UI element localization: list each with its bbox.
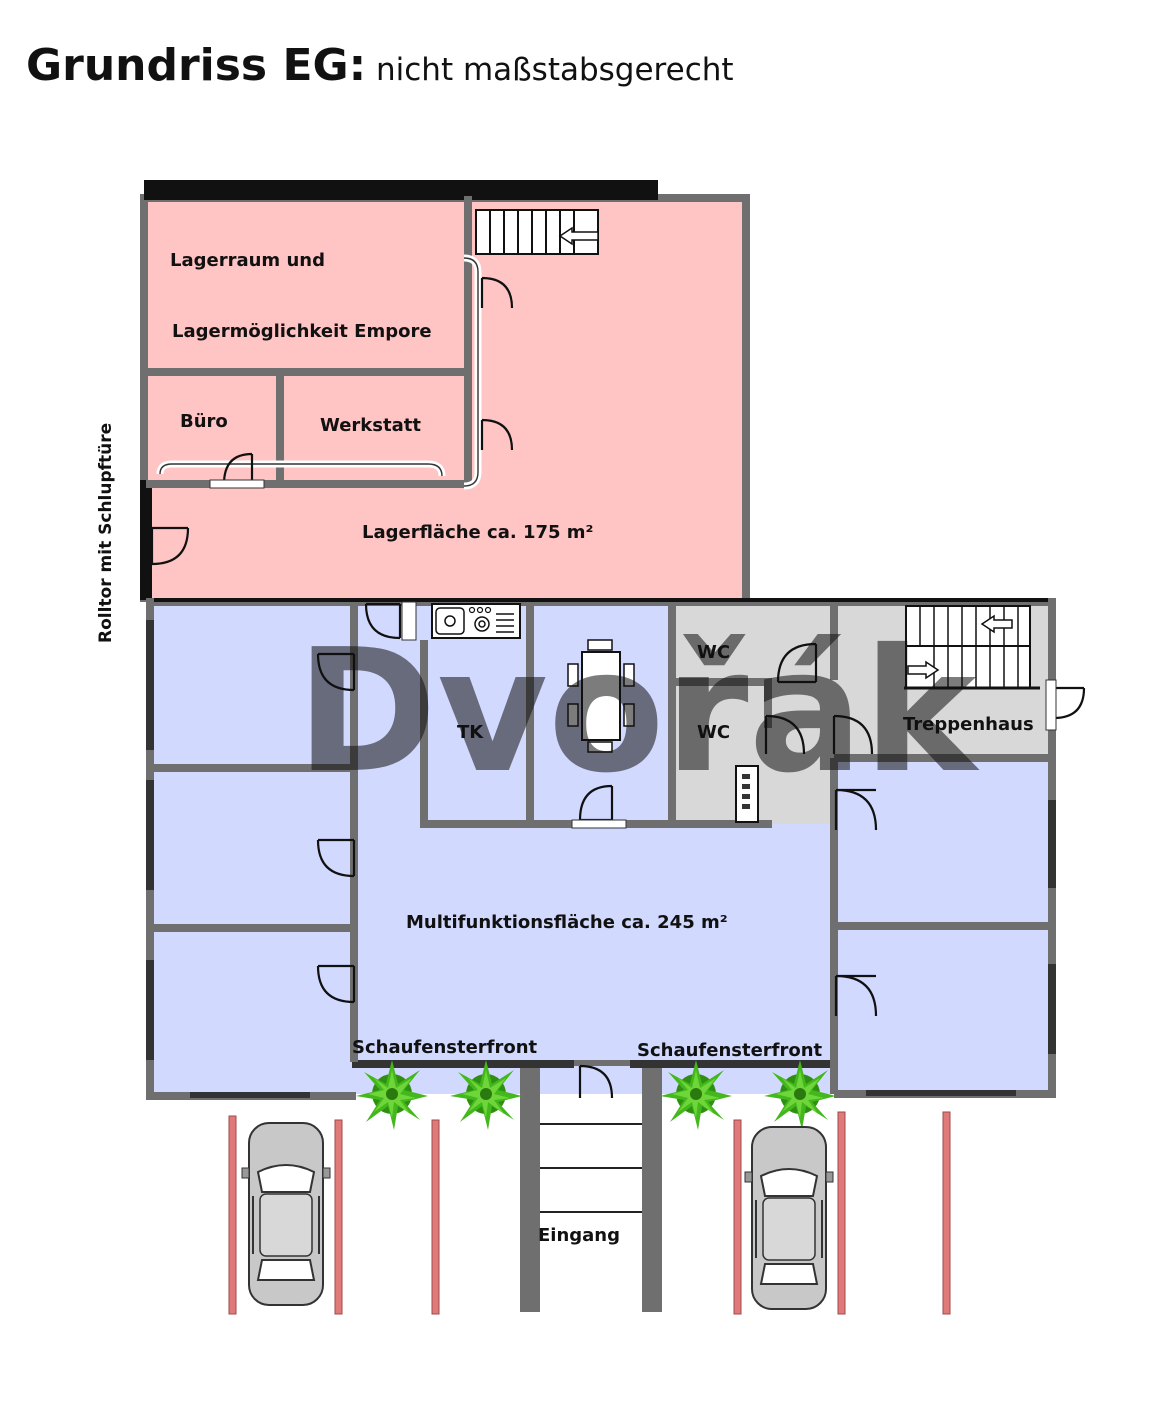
wall-tk-left <box>420 640 428 824</box>
room-label-lagerflaeche: Lagerfläche ca. 175 m² <box>362 522 593 543</box>
car-icon <box>744 1126 834 1310</box>
stairs-icon <box>475 209 599 255</box>
room-label-wc-2: WC <box>697 722 730 743</box>
room-label-treppenhaus: Treppenhaus <box>903 714 1034 735</box>
dining-table-icon <box>567 639 635 753</box>
storage-wall-left <box>140 196 148 602</box>
page-title: Grundriss EG: <box>26 40 366 91</box>
radiator-icon <box>735 765 759 823</box>
room-label-multifunktion: Multifunktionsfläche ca. 245 m² <box>406 912 728 933</box>
multifunction-block: TK WC WC Treppenhaus Multifunktionsfläch… <box>146 598 1086 1100</box>
room-label-wc-1: WC <box>697 642 730 663</box>
parking-post <box>431 1119 440 1315</box>
door-icon <box>150 526 190 566</box>
kitchen-sink-icon <box>431 603 521 639</box>
door-icon <box>764 714 806 755</box>
door-icon <box>480 418 514 451</box>
parking-post <box>733 1119 742 1315</box>
wall-kitchen-right <box>668 602 676 824</box>
wall-wc-right <box>764 678 772 728</box>
room-label-lager-empore-1: Lagerraum und <box>170 250 325 271</box>
door-icon <box>316 838 356 878</box>
page-subtitle: nicht maßstabsgerecht <box>376 52 734 88</box>
room-label-lager-empore-2: Lagermöglichkeit Empore <box>172 321 432 342</box>
door-icon <box>834 974 878 1017</box>
label-schaufenster-right: Schaufensterfront <box>637 1040 823 1061</box>
stairs-icon <box>904 605 1040 690</box>
railing-right-outline <box>463 257 479 487</box>
wall-left-room-2 <box>150 924 354 932</box>
door-icon <box>578 1064 614 1099</box>
parking-post <box>942 1111 951 1315</box>
wall-left-rooms <box>350 602 358 1062</box>
storage-area-fill <box>146 196 750 600</box>
wall-stair-left <box>830 602 838 680</box>
parking-post <box>228 1115 237 1315</box>
wall-buero-werkstatt <box>276 372 284 484</box>
wall-empore-right <box>464 196 472 376</box>
railing-bottom-outline <box>159 463 443 477</box>
label-rolltor: Rolltor mit Schlupftüre <box>96 423 116 643</box>
storage-wall-top-dark <box>144 180 658 200</box>
door-icon <box>832 714 874 755</box>
door-icon <box>480 276 514 309</box>
wall-office-bottom <box>146 480 472 488</box>
wall-right-room <box>834 922 1052 930</box>
room-label-werkstatt: Werkstatt <box>320 415 421 436</box>
room-label-buero: Büro <box>180 411 228 432</box>
parking <box>228 1111 951 1315</box>
door-icon <box>364 602 402 640</box>
entrance-wall-left <box>520 1068 540 1312</box>
entrance-wall-right <box>642 1068 662 1312</box>
parking-post <box>334 1119 343 1315</box>
label-schaufenster-left: Schaufensterfront <box>352 1037 538 1058</box>
storage-block: Lagerraum und Lagermöglichkeit Empore Bü… <box>140 180 750 602</box>
wall-empore-bottom <box>146 368 472 376</box>
wall-stairwell-bottom <box>834 754 1052 762</box>
storage-wall-right <box>742 196 750 602</box>
shopfront-left <box>352 1060 574 1068</box>
wall-tk-right <box>526 602 534 824</box>
door-icon <box>834 788 878 831</box>
label-eingang: Eingang <box>538 1225 620 1246</box>
room-label-tk: TK <box>457 722 484 743</box>
wall-left-room-1 <box>150 764 354 772</box>
entrance-area: Eingang <box>520 1068 662 1312</box>
door-icon <box>316 964 356 1004</box>
door-icon <box>316 652 356 692</box>
rolltor-gate <box>140 480 152 600</box>
door-icon <box>776 642 818 684</box>
wall-wc-mid <box>674 678 770 686</box>
shopfront-right <box>630 1060 836 1068</box>
door-icon <box>1052 686 1086 720</box>
watermark: Dvořák <box>296 613 980 811</box>
wall-werkstatt-right <box>464 372 472 486</box>
car-icon <box>241 1122 331 1306</box>
parking-post <box>837 1111 846 1315</box>
